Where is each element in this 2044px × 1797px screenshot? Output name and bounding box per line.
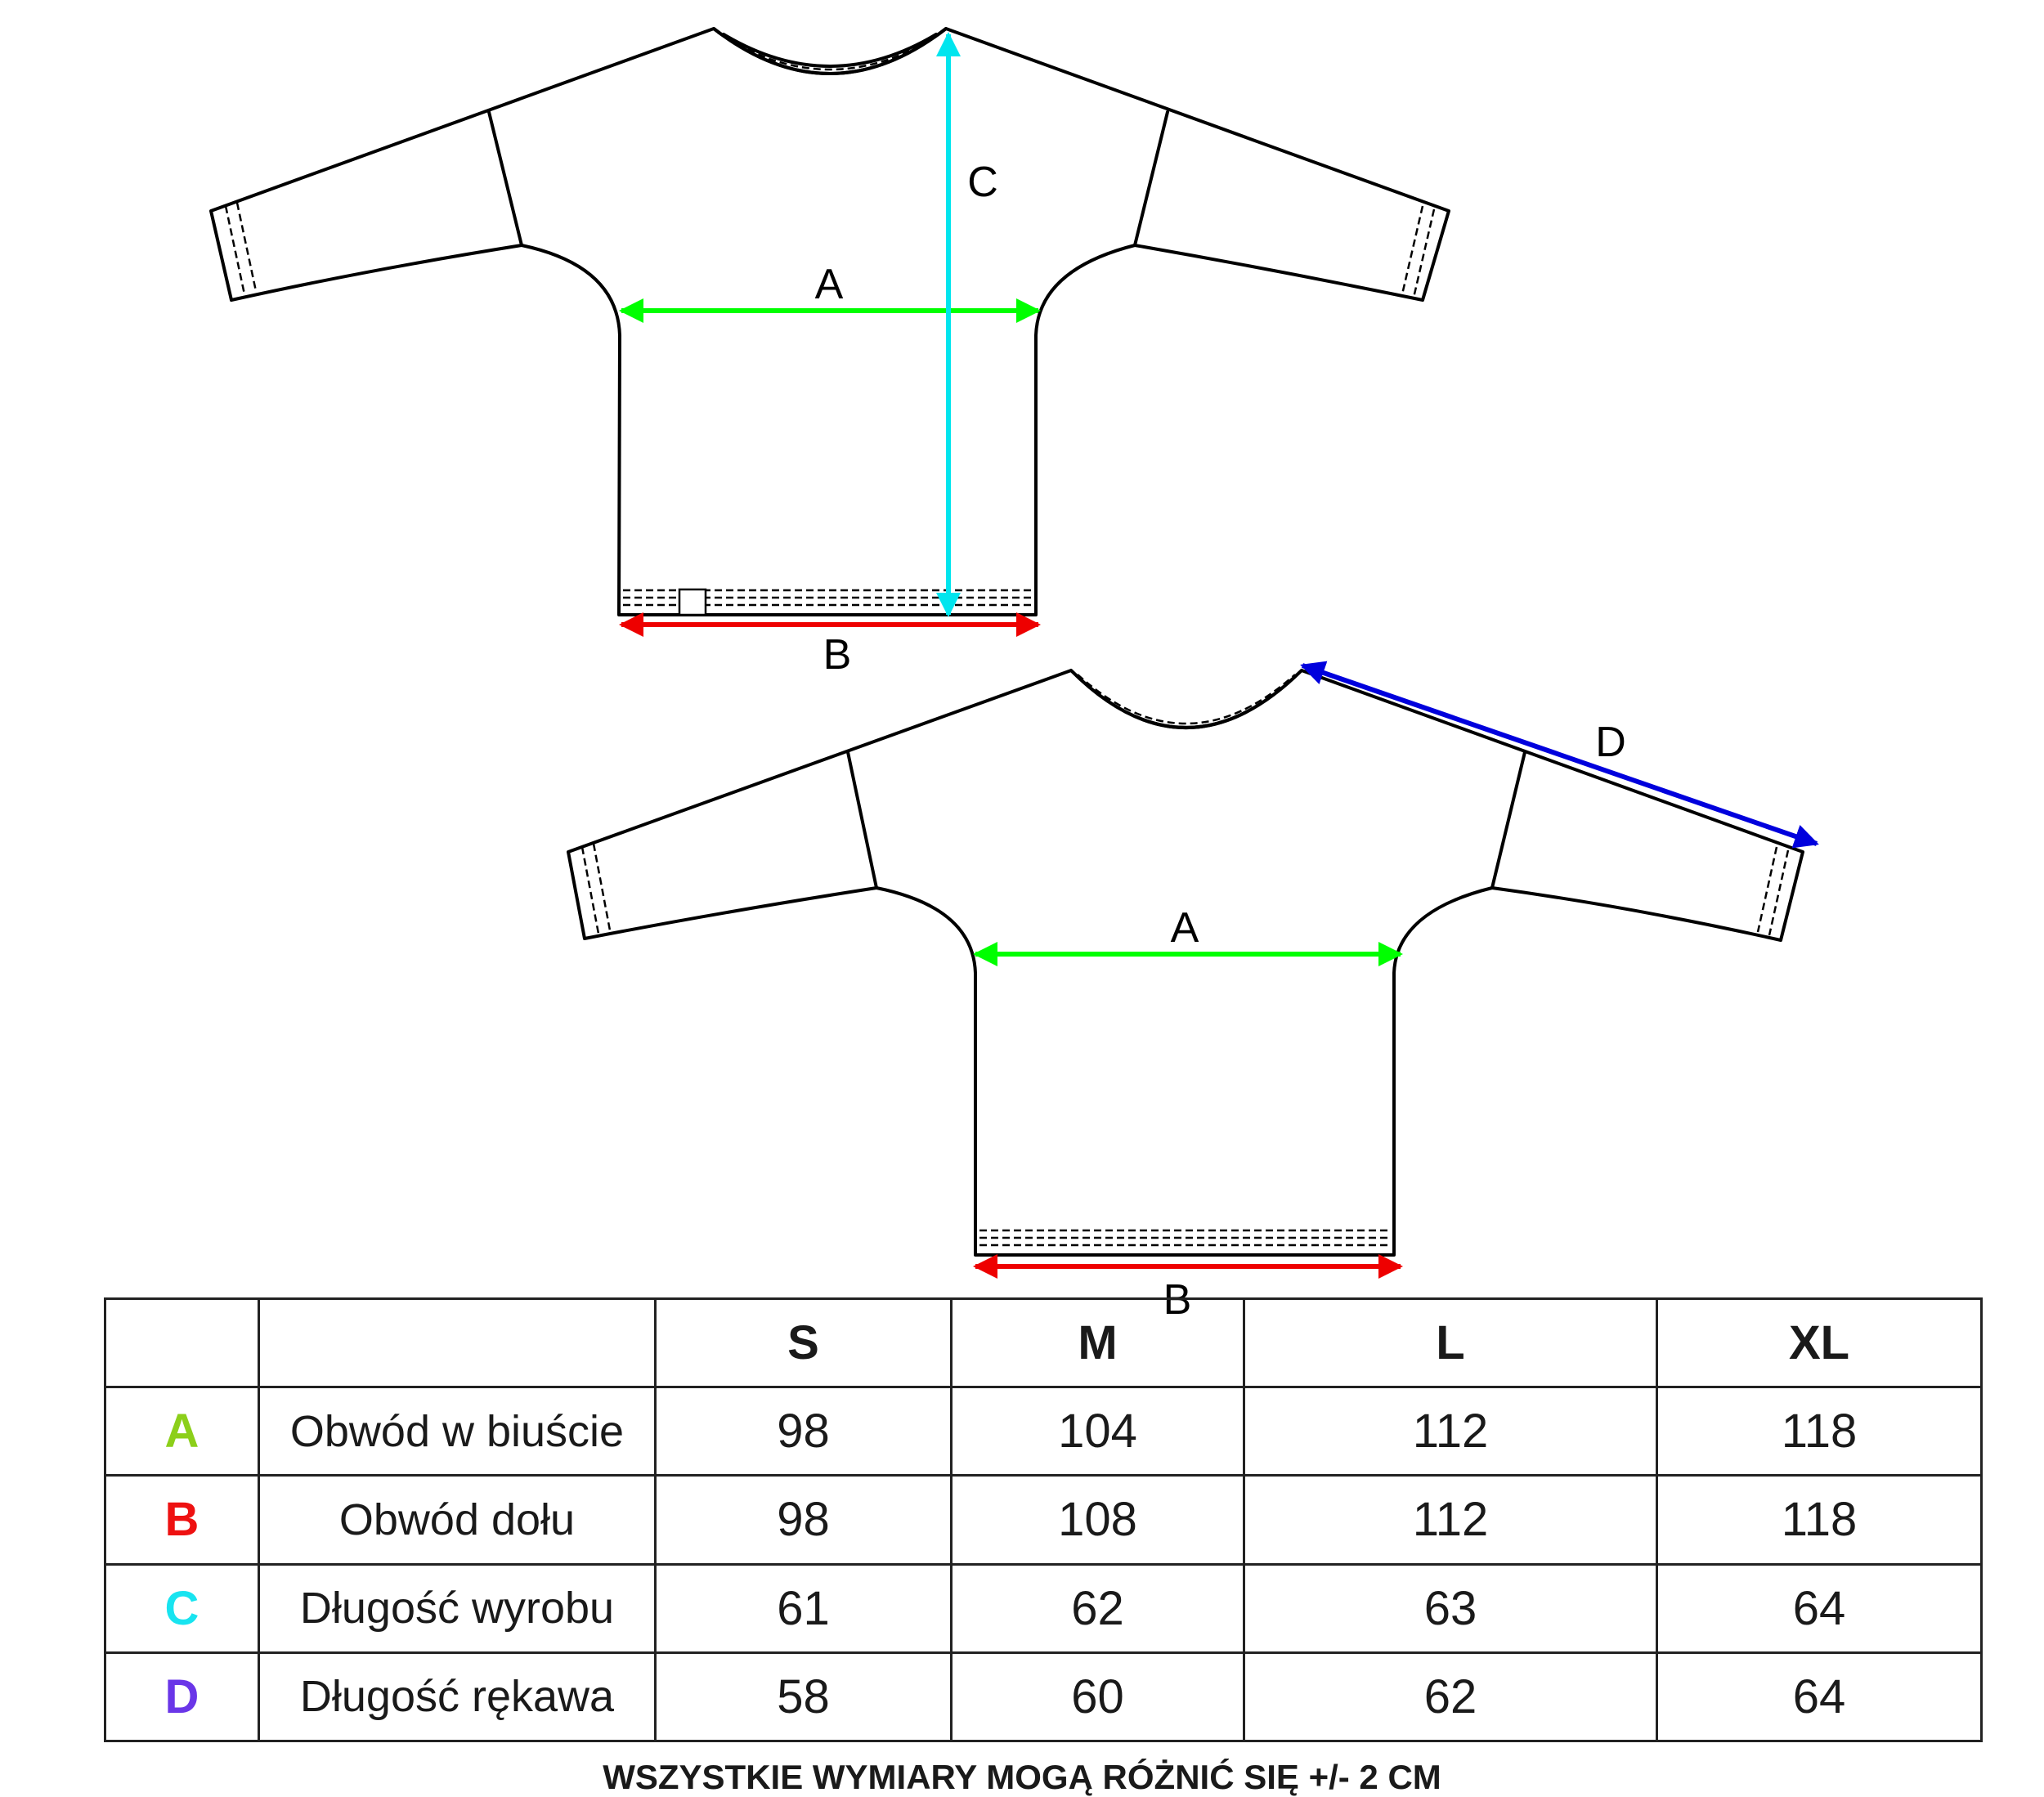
back-left-armhole-seam	[846, 751, 878, 890]
front-neck-stitch	[717, 31, 943, 71]
front-label-tag	[678, 588, 707, 616]
table-row: B Obwód dołu 98 108 112 118	[104, 1474, 1983, 1566]
table-cell: 112	[1243, 1474, 1658, 1566]
back-neck-stitch	[1077, 674, 1296, 725]
back-right-cuff-stitch-2	[1768, 849, 1790, 936]
front-label-a: A	[815, 261, 844, 308]
table-cell: 118	[1656, 1385, 1983, 1477]
table-row: C Długość wyrobu 61 62 63 64	[104, 1562, 1983, 1654]
table-cell: 98	[654, 1385, 953, 1477]
front-garment	[209, 27, 1450, 616]
row-label-bust: Obwód w biuście	[258, 1385, 657, 1477]
front-right-cuff-stitch-1	[1401, 205, 1424, 295]
front-left-cuff-stitch-1	[224, 205, 246, 295]
row-letter-b: B	[104, 1474, 260, 1566]
table-cell: 118	[1656, 1474, 1983, 1566]
header-empty-letter	[104, 1297, 260, 1388]
row-letter-d: D	[104, 1651, 260, 1743]
back-label-d: D	[1595, 719, 1626, 766]
back-right-cuff-stitch-1	[1756, 846, 1778, 933]
front-label-c: C	[967, 159, 998, 206]
size-table: S M L XL A Obwód w biuście 98 104 112 11…	[104, 1297, 1983, 1743]
back-right-armhole-seam	[1490, 751, 1526, 890]
row-label-hem: Obwód dołu	[258, 1474, 657, 1566]
front-outline	[209, 27, 1450, 616]
table-cell: 60	[950, 1651, 1245, 1743]
table-cell: 98	[654, 1474, 953, 1566]
back-arrow-d	[1300, 661, 1819, 849]
table-cell: 104	[950, 1385, 1245, 1477]
table-cell: 112	[1243, 1385, 1658, 1477]
table-row: A Obwód w biuście 98 104 112 118	[104, 1385, 1983, 1477]
table-cell: 63	[1243, 1562, 1658, 1654]
table-cell: 64	[1656, 1651, 1983, 1743]
header-size-m: M	[950, 1297, 1245, 1388]
front-neckline-inner	[722, 33, 938, 68]
table-cell: 58	[654, 1651, 953, 1743]
row-letter-a: A	[104, 1385, 260, 1477]
table-cell: 61	[654, 1562, 953, 1654]
front-left-armhole-seam	[487, 110, 523, 247]
front-label-b: B	[823, 631, 852, 679]
table-cell: 62	[950, 1562, 1245, 1654]
row-letter-c: C	[104, 1562, 260, 1654]
front-right-armhole-seam	[1133, 110, 1169, 247]
row-label-length: Długość wyrobu	[258, 1562, 657, 1654]
table-cell: 62	[1243, 1651, 1658, 1743]
header-size-s: S	[654, 1297, 953, 1388]
header-empty-label	[258, 1297, 657, 1388]
front-right-cuff-stitch-2	[1412, 208, 1436, 298]
table-row: D Długość rękawa 58 60 62 64	[104, 1651, 1983, 1743]
back-neckline	[1069, 669, 1303, 729]
back-left-cuff-stitch-2	[592, 843, 612, 931]
table-header-row: S M L XL	[104, 1297, 1983, 1388]
table-cell: 108	[950, 1474, 1245, 1566]
header-size-l: L	[1243, 1297, 1658, 1388]
table-cell: 64	[1656, 1562, 1983, 1654]
back-label-a: A	[1171, 904, 1199, 952]
header-size-xl: XL	[1656, 1297, 1983, 1388]
front-left-cuff-stitch-2	[235, 202, 258, 292]
back-left-cuff-stitch-1	[580, 846, 600, 934]
row-label-sleeve: Długość rękawa	[258, 1651, 657, 1743]
tolerance-note: WSZYSTKIE WYMIARY MOGĄ RÓŻNIĆ SIĘ +/- 2 …	[603, 1758, 1441, 1796]
